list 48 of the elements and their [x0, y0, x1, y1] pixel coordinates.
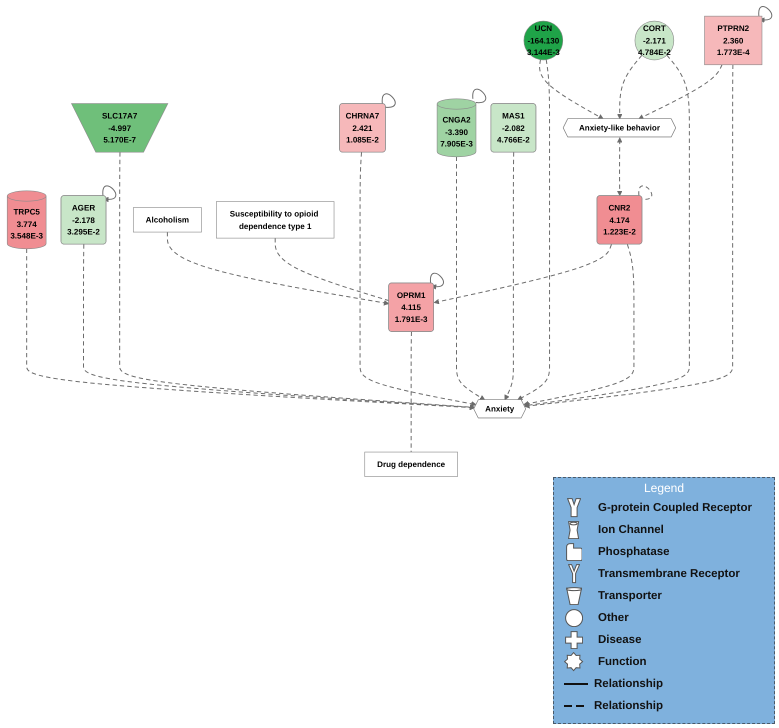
arrow — [166, 232, 390, 306]
arrow — [539, 59, 604, 120]
connector-line — [274, 238, 390, 302]
function-node: Anxiety — [473, 399, 526, 418]
receptor-node: AGER -2.178 3.295E-2 — [60, 195, 106, 244]
arrow — [504, 152, 514, 400]
self-loop-line — [472, 88, 486, 104]
legend-label: Transporter — [598, 590, 662, 602]
legend-label: Ion Channel — [598, 524, 664, 536]
legend-title: Legend — [642, 481, 686, 495]
receptor-node: CNR2 4.174 1.223E-2 — [596, 195, 642, 244]
legend-label: Phosphatase — [598, 546, 670, 558]
transporter-node: SLC17A7 -4.997 5.170E-7 — [70, 103, 168, 152]
legend-label: Disease — [598, 634, 642, 646]
self-loop-arrow — [102, 186, 116, 202]
self-loop-arrow — [430, 272, 444, 290]
arrow — [83, 244, 476, 410]
self-loop-arrow — [758, 6, 772, 23]
legend-label: Transmembrane Receptor — [598, 568, 740, 580]
arrow — [456, 156, 486, 400]
arrow — [523, 244, 634, 406]
phosphatase-node: PTPRN2 2.360 1.773E-4 — [704, 16, 762, 66]
arrow — [434, 244, 612, 304]
arrow — [524, 54, 690, 408]
arrow — [517, 59, 550, 400]
legend-label: Function — [598, 656, 647, 668]
disease-node: Alcoholism — [133, 207, 202, 232]
self-loop-line — [638, 186, 652, 200]
arrow — [360, 152, 476, 406]
legend-label: G-protein Coupled Receptor — [598, 502, 752, 514]
arrow — [616, 137, 622, 196]
legend-label: Relationship — [594, 678, 664, 690]
receptor-node: CHRNA7 2.421 1.085E-2 — [339, 103, 386, 152]
arrow — [617, 54, 642, 120]
connector-line — [410, 331, 412, 453]
ion-channel-node: CNGA2 -3.390 7.905E-3 — [436, 98, 476, 158]
receptor-node: OPRM1 4.115 1.791E-3 — [388, 282, 434, 332]
disease-node: Drug dependence — [364, 452, 458, 477]
circle-node: UCN -164.130 3.144E-3 — [524, 20, 564, 60]
arrow — [638, 64, 723, 120]
disease-node: Susceptibility to opioid dependence type 1 — [216, 201, 334, 238]
receptor-node: MAS1 -2.082 4.766E-2 — [490, 103, 536, 152]
legend-label: Other — [598, 612, 629, 624]
circle-node: CORT -2.171 4.784E-2 — [634, 20, 674, 60]
ion-channel-node: TRPC5 3.774 3.548E-3 — [6, 190, 46, 250]
legend-label: Relationship — [594, 700, 664, 712]
self-loop-line — [382, 93, 396, 108]
function-node: Anxiety-like behavior — [562, 118, 676, 138]
